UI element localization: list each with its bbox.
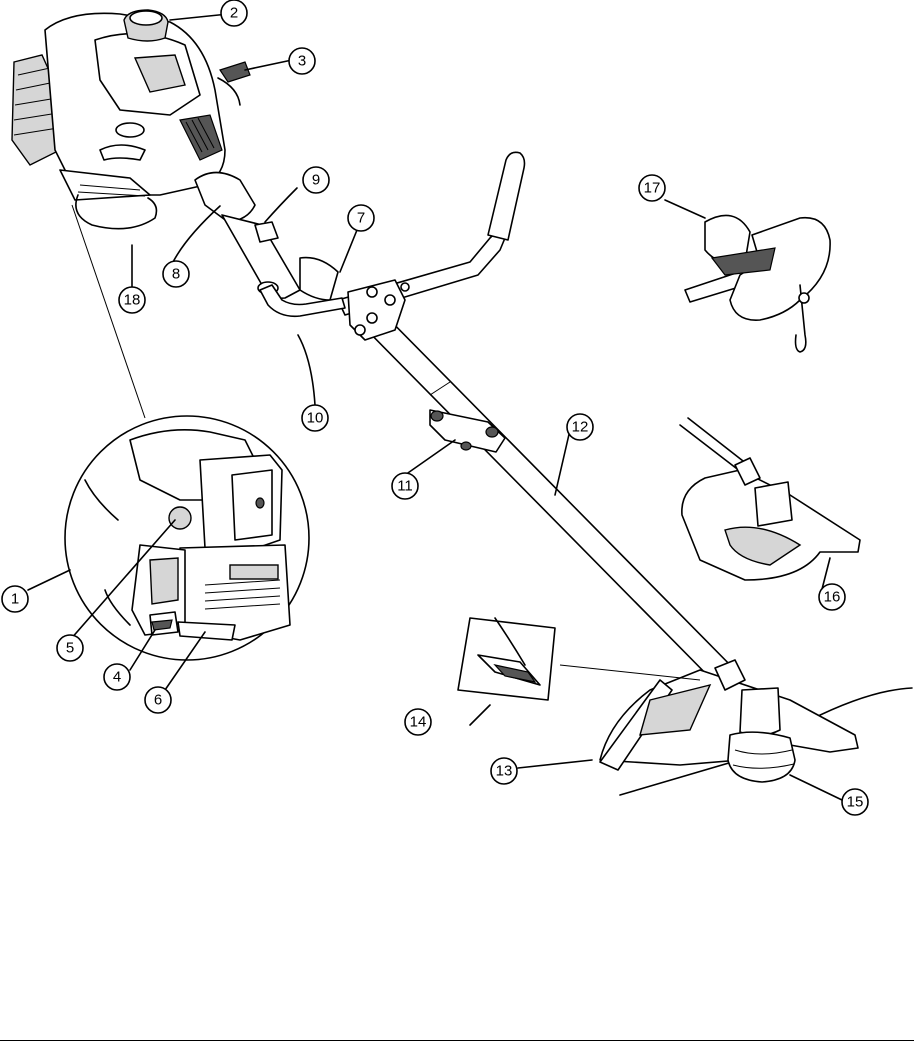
callout-3-label: 3 xyxy=(298,53,306,70)
callout-14: 14 xyxy=(404,708,432,736)
callout-13: 13 xyxy=(490,757,518,785)
callout-11-label: 11 xyxy=(397,478,413,495)
shaft-coupling xyxy=(429,409,506,453)
leader-lines xyxy=(27,12,843,801)
main-shaft xyxy=(354,304,741,691)
callout-16: 16 xyxy=(818,583,846,611)
callout-7-label: 7 xyxy=(357,210,365,227)
callout-15-label: 15 xyxy=(847,794,864,811)
page-bottom-rule xyxy=(0,1040,914,1041)
callout-9-label: 9 xyxy=(312,172,320,189)
engine-housing xyxy=(11,9,251,201)
line-cutter-inset xyxy=(457,617,701,701)
callout-12: 12 xyxy=(566,413,594,441)
callout-16-label: 16 xyxy=(824,589,841,606)
callout-10-label: 10 xyxy=(307,410,324,427)
callout-11: 11 xyxy=(391,472,419,500)
engine-detail-inset xyxy=(64,415,310,661)
callout-1-label: 1 xyxy=(11,591,19,608)
callout-15: 15 xyxy=(841,788,869,816)
callout-9: 9 xyxy=(302,166,330,194)
callout-10: 10 xyxy=(301,404,329,432)
callout-4-label: 4 xyxy=(113,669,121,686)
bike-handle xyxy=(259,151,526,341)
callout-5-label: 5 xyxy=(66,640,74,657)
callout-3: 3 xyxy=(288,47,316,75)
callout-6: 6 xyxy=(144,686,172,714)
starter-handle xyxy=(75,194,158,230)
callout-14-label: 14 xyxy=(410,714,427,731)
callout-2-label: 2 xyxy=(230,5,238,22)
callout-17-label: 17 xyxy=(644,180,661,197)
callout-7: 7 xyxy=(347,204,375,232)
callout-2: 2 xyxy=(220,0,248,27)
callout-18-label: 18 xyxy=(124,292,141,309)
callout-13-label: 13 xyxy=(496,763,513,780)
callout-12-label: 12 xyxy=(572,419,589,436)
callout-8: 8 xyxy=(162,260,190,288)
callout-8-label: 8 xyxy=(172,266,180,283)
shoulder-harness xyxy=(684,214,831,353)
callout-4: 4 xyxy=(103,663,131,691)
callout-6-label: 6 xyxy=(154,692,162,709)
cutting-head xyxy=(599,659,913,796)
callout-18: 18 xyxy=(118,286,146,314)
callout-5: 5 xyxy=(56,634,84,662)
blade-guard-16 xyxy=(679,417,861,581)
callout-17: 17 xyxy=(638,174,666,202)
callout-1: 1 xyxy=(1,585,29,613)
